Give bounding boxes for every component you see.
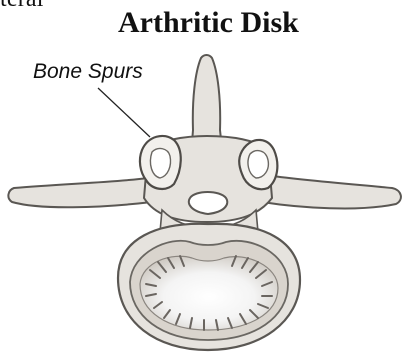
bone-spurs-leader-line	[98, 88, 150, 137]
spinal-canal	[189, 192, 228, 214]
right-facet-inner	[248, 151, 268, 178]
left-transverse-process	[8, 178, 152, 207]
left-facet-inner	[150, 149, 170, 178]
right-transverse-process	[262, 175, 401, 208]
disc-nucleus	[140, 256, 278, 330]
